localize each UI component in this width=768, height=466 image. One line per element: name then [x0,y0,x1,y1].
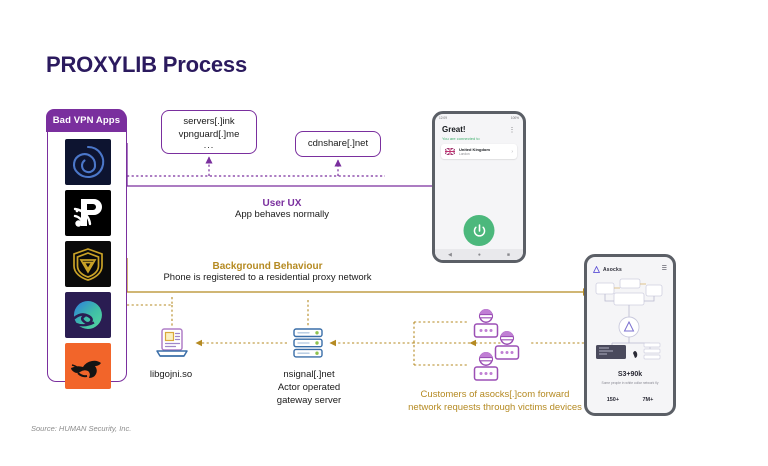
uk-flag-icon [445,148,455,155]
bad-vpn-apps-panel: Bad VPN Apps [46,109,127,389]
asocks-stat-subtitle: Some people in white collar network fly [601,381,659,385]
vpn-server-card[interactable]: United Kingdom London › [441,144,517,159]
page-title: PROXYLIB Process [46,52,247,77]
asocks-stat-countries: 150+ [606,397,620,403]
user-ux-label: User UX App behaves normally [192,198,372,220]
domain-line-2: vpnguard[.]me [178,129,240,141]
vpn-heading: Great! [442,125,466,134]
background-behaviour-subtitle: Phone is registered to a residential pro… [163,272,372,283]
swirl-app-icon [65,139,111,185]
asocks-stat-main: S3+90k [617,371,643,378]
domain-line-1: cdnshare[.]net [307,138,369,150]
hacker-person-icon [469,350,503,384]
home-nav-icon[interactable]: ◀ [448,251,452,258]
phone-frame: 12:09 100% Great! ⋮ You are connected to… [432,111,526,263]
more-vertical-icon[interactable]: ⋮ [508,127,516,134]
settings-nav-icon[interactable]: ■ [506,251,510,258]
hamburger-menu-icon[interactable]: ☰ [661,266,667,273]
bad-vpn-apps-header: Bad VPN Apps [46,109,127,133]
asocks-logo-icon [593,266,600,273]
user-ux-title: User UX [262,198,302,209]
wifi-p-app-icon [65,190,111,236]
vpn-subtitle: You are connected to [442,136,480,141]
customers-label-line-1: Customers of asocks[.]com forward [420,389,570,400]
status-battery: 100% [510,115,519,120]
vpn-app-phone: 12:09 100% Great! ⋮ You are connected to… [432,111,526,263]
phone-nav-bar: ◀ ● ■ [435,249,523,260]
asocks-network-diagram [595,278,663,360]
domain-line-1: servers[.]ink [183,115,235,127]
libgojni-label-text: libgojni.so [149,369,193,380]
phone-frame: Asocks ☰ [584,254,676,416]
gateway-label-line-3: gateway server [276,394,342,406]
libgojni-label: libgojni.so [123,369,219,382]
customers-label: Customers of asocks[.]com forward networ… [400,389,590,415]
user-ux-subtitle: App behaves normally [235,209,329,220]
asocks-stats-row: 150+ 7M+ [595,397,665,403]
asocks-stat-ips: 7M+ [642,397,654,403]
gateway-label-line-2: Actor operated [277,381,341,393]
hacker-person-icon [490,329,524,363]
domain-box-cdnshare: cdnshare[.]net [295,131,381,157]
asocks-dashboard-phone: Asocks ☰ [584,254,676,416]
gold-shield-app-icon [65,241,111,287]
server-stack-icon [291,326,325,360]
gateway-label: nsignal[.]net Actor operated gateway ser… [255,369,363,407]
asocks-header: Asocks ☰ [593,266,667,273]
background-behaviour-label: Background Behaviour Phone is registered… [135,261,400,283]
customers-label-line-2: network requests through victims devices [408,401,582,413]
wave-globe-app-icon [65,292,111,338]
hacker-person-icon [469,307,503,341]
domain-box-servers: servers[.]ink vpnguard[.]me ... [161,110,257,154]
domain-ellipsis: ... [203,140,215,151]
background-behaviour-title: Background Behaviour [212,261,323,272]
status-time: 12:09 [439,115,447,120]
chevron-right-icon: › [511,148,513,155]
vpn-country-name: United Kingdom [459,147,490,152]
shield-nav-icon[interactable]: ● [477,251,481,258]
orange-horse-app-icon [65,343,111,389]
phone-status-bar: 12:09 100% [435,114,523,121]
vpn-city-name: London [459,152,470,156]
asocks-brand-name: Asocks [603,266,622,273]
power-button-icon[interactable] [463,215,495,246]
gateway-label-line-1: nsignal[.]net [283,369,335,380]
laptop-code-icon [155,327,189,359]
source-attribution: Source: HUMAN Security, Inc. [31,424,132,433]
